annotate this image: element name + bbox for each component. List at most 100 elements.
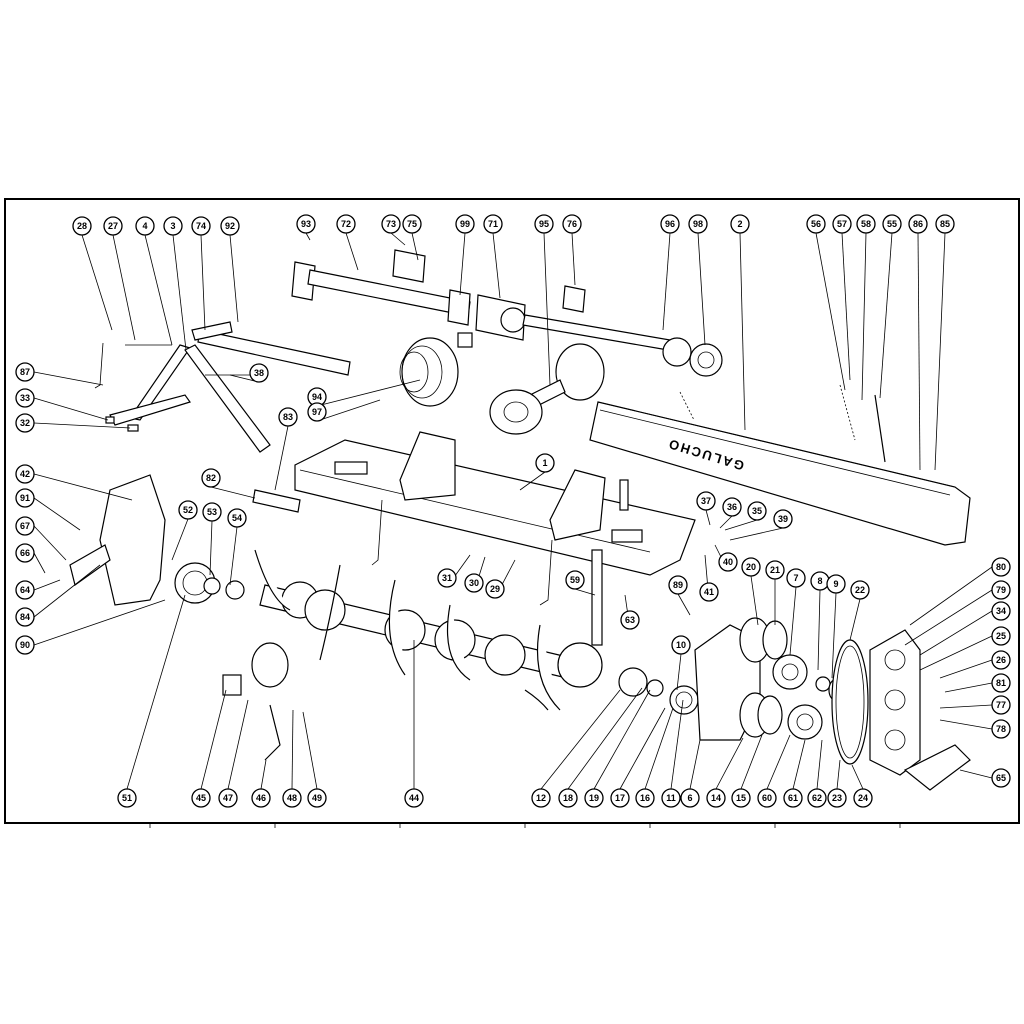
callout-circle [15, 388, 35, 408]
callout-circle [807, 788, 827, 808]
leader-line [849, 598, 861, 641]
callout-number: 82 [206, 473, 216, 483]
callout-84: 84 [15, 564, 101, 627]
callout-circle [282, 788, 302, 808]
callout-circle [718, 552, 738, 572]
rotor-tines [222, 549, 699, 761]
callout-28: 28 [72, 216, 113, 331]
callout-number: 40 [723, 557, 733, 567]
callout-circle [696, 491, 716, 511]
leader-line [959, 769, 993, 779]
leader-line [939, 719, 993, 730]
callout-number: 18 [563, 793, 573, 803]
callout-circle [747, 501, 767, 521]
leader-line [33, 525, 67, 561]
leader-line [540, 689, 621, 790]
callout-circle [668, 575, 688, 595]
callout-82: 82 [201, 468, 256, 499]
callout-circle [15, 635, 35, 655]
callout-34: 34 [919, 601, 1011, 656]
leader-line [210, 486, 256, 499]
leader-line [567, 687, 643, 790]
leader-line [792, 739, 806, 790]
leader-line [33, 497, 81, 531]
leader-line [229, 526, 238, 586]
callout-3: 3 [163, 216, 187, 351]
callout-number: 53 [207, 507, 217, 517]
callout-circle [15, 607, 35, 627]
callout-number: 30 [469, 578, 479, 588]
callout-circle [765, 560, 785, 580]
leader-line [861, 232, 867, 401]
callout-53: 53 [202, 502, 222, 576]
leader-line [705, 509, 711, 526]
leader-line [316, 379, 421, 407]
callout-number: 41 [704, 587, 714, 597]
callout-circle [635, 788, 655, 808]
leader-line [817, 589, 821, 671]
callout-circle [661, 788, 681, 808]
callout-circle [562, 214, 582, 234]
callout-number: 78 [996, 724, 1006, 734]
callout-number: 37 [701, 496, 711, 506]
leader-line [689, 739, 701, 790]
callout-circle [15, 413, 35, 433]
callout-number: 34 [996, 606, 1006, 616]
callout-36: 36 [719, 497, 742, 529]
callout-21: 21 [765, 560, 785, 625]
callout-circle [584, 788, 604, 808]
callout-44: 44 [404, 640, 424, 808]
callout-circle [856, 214, 876, 234]
callout-circle [117, 788, 137, 808]
callout-circle [15, 362, 35, 382]
left-side-plate [69, 474, 245, 606]
callout-number: 76 [567, 219, 577, 229]
leader-line [316, 399, 381, 422]
callout-number: 94 [312, 392, 322, 402]
callout-94: 94 [307, 379, 421, 407]
callout-circle [178, 500, 198, 520]
callout-circle [773, 509, 793, 529]
callout-circle [757, 788, 777, 808]
callout-circle [706, 788, 726, 808]
rear-cover-plate: GALUCHO [589, 384, 971, 546]
callout-number: 85 [940, 219, 950, 229]
leader-line [677, 593, 691, 616]
hitch-linkage [94, 321, 351, 453]
callout-26: 26 [939, 650, 1011, 679]
callout-number: 72 [341, 219, 351, 229]
callout-number: 67 [20, 521, 30, 531]
leader-line [519, 471, 546, 491]
leader-line [919, 635, 993, 671]
callout-number: 4 [142, 221, 147, 231]
callout-circle [991, 626, 1011, 646]
leader-line [33, 397, 109, 421]
pulley-bell [399, 337, 605, 435]
callout-circle [991, 580, 1011, 600]
callout-64: 64 [15, 579, 61, 600]
callout-circle [850, 580, 870, 600]
callout-circle [296, 214, 316, 234]
leader-line [492, 232, 501, 299]
leader-line [644, 707, 674, 790]
leader-line [719, 515, 733, 529]
callout-number: 6 [687, 793, 692, 803]
callout-number: 55 [887, 219, 897, 229]
callout-number: 42 [20, 469, 30, 479]
callout-number: 29 [490, 584, 500, 594]
callout-circle [307, 788, 327, 808]
leader-line [879, 232, 893, 399]
callout-number: 24 [858, 793, 868, 803]
callout-number: 39 [778, 514, 788, 524]
callout-12: 12 [531, 689, 621, 808]
callout-45: 45 [191, 689, 227, 808]
leader-line [789, 586, 797, 656]
callout-circle [731, 788, 751, 808]
callout-circle [620, 610, 640, 630]
leader-line [739, 232, 746, 431]
callout-circle [827, 788, 847, 808]
leader-line [815, 232, 846, 391]
callout-number: 93 [301, 219, 311, 229]
callout-48: 48 [282, 709, 302, 808]
callout-circle [935, 214, 955, 234]
